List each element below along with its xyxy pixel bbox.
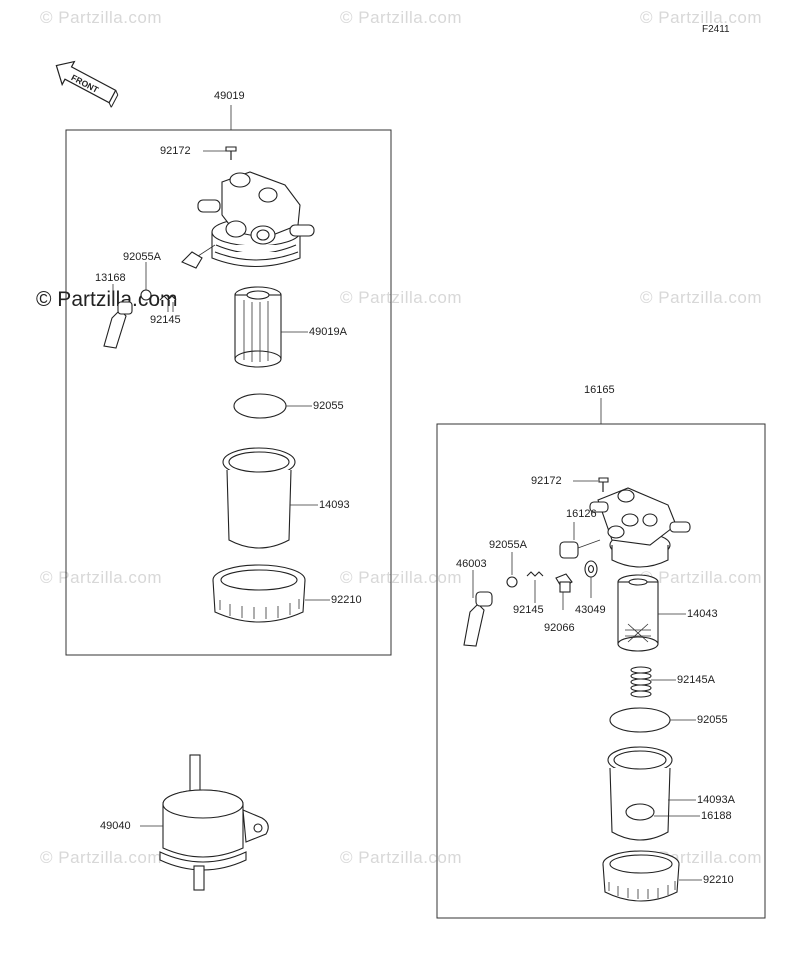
part-92210-right <box>602 850 702 902</box>
watermark: © Partzilla.com <box>40 568 163 587</box>
assembly-right-frame <box>436 423 766 919</box>
part-label[interactable]: 46003 <box>456 558 487 570</box>
part-label[interactable]: 92055A <box>489 539 527 551</box>
part-92145-left <box>159 295 177 312</box>
part-label[interactable]: 92210 <box>331 594 362 606</box>
part-label[interactable]: 92055A <box>123 251 161 263</box>
part-label[interactable]: 92145 <box>513 604 544 616</box>
part-label[interactable]: 92210 <box>703 874 734 886</box>
watermark: © Partzilla.com <box>40 8 163 27</box>
part-filter-head-left <box>197 171 315 268</box>
part-92210-left <box>212 564 330 623</box>
part-label[interactable]: 92145A <box>677 674 715 686</box>
watermark: © Partzilla.com <box>340 568 463 587</box>
part-92172-right <box>573 477 609 492</box>
part-14093-left <box>222 447 318 549</box>
part-49040 <box>140 754 269 891</box>
part-14093A <box>607 746 700 841</box>
part-plug-left <box>181 244 216 269</box>
part-label[interactable]: 43049 <box>575 604 606 616</box>
part-92055A-right <box>506 552 518 588</box>
part-label[interactable]: 49019A <box>309 326 347 338</box>
assembly-number-left: 49019 <box>214 90 245 102</box>
watermark: © Partzilla.com <box>40 848 163 867</box>
part-label[interactable]: 92172 <box>160 145 191 157</box>
part-label[interactable]: 92055 <box>697 714 728 726</box>
part-92145A <box>630 666 676 698</box>
part-label[interactable]: 13168 <box>95 272 126 284</box>
watermark: © Partzilla.com <box>640 8 763 27</box>
part-13168-left <box>103 284 133 349</box>
part-label[interactable]: 14093A <box>697 794 735 806</box>
watermark: © Partzilla.com <box>640 288 763 307</box>
part-label[interactable]: 16126 <box>566 508 597 520</box>
front-arrow-icon: FRONT <box>55 60 119 108</box>
watermark: © Partzilla.com <box>340 848 463 867</box>
part-filter-head-right <box>589 487 691 568</box>
part-92145-right <box>526 571 544 603</box>
part-label[interactable]: 14093 <box>319 499 350 511</box>
part-92055-left <box>233 393 312 419</box>
part-14043 <box>617 574 686 652</box>
part-92055-right <box>609 707 696 733</box>
part-46003 <box>463 570 493 647</box>
part-92172-left <box>203 146 237 160</box>
part-label[interactable]: 16188 <box>701 810 732 822</box>
part-label[interactable]: 92172 <box>531 475 562 487</box>
watermark: © Partzilla.com <box>640 568 763 587</box>
part-16126 <box>559 522 601 559</box>
watermark: © Partzilla.com <box>340 8 463 27</box>
part-label[interactable]: 49040 <box>100 820 131 832</box>
part-label[interactable]: 14043 <box>687 608 718 620</box>
assembly-left-frame <box>65 129 392 656</box>
assembly-number-right: 16165 <box>584 384 615 396</box>
part-92055A-left <box>140 262 152 301</box>
part-43049 <box>584 560 598 598</box>
part-label[interactable]: 92055 <box>313 400 344 412</box>
part-92066 <box>555 573 573 610</box>
part-label[interactable]: 92066 <box>544 622 575 634</box>
part-49019A <box>234 286 308 368</box>
figure-code: F2411 <box>702 24 730 35</box>
watermark: © Partzilla.com <box>340 288 463 307</box>
part-label[interactable]: 92145 <box>150 314 181 326</box>
